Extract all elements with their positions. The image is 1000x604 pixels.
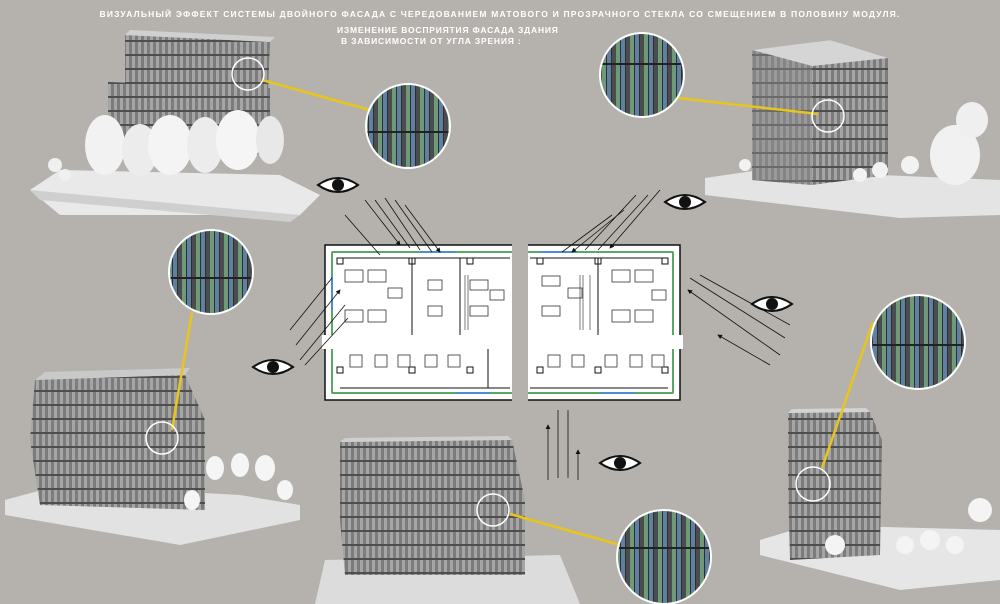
floor-plan	[322, 240, 683, 408]
model-top-left	[30, 30, 320, 222]
model-bottom-center	[315, 436, 580, 604]
model-bottom-right	[760, 408, 1000, 590]
glass-detail-zoom	[616, 509, 712, 604]
eye-icon	[750, 296, 794, 312]
eye-icon	[316, 177, 360, 193]
glass-detail-zoom	[599, 32, 685, 118]
subtitle-line-1: ИЗМЕНЕНИЕ ВОСПРИЯТИЯ ФАСАДА ЗДАНИЯ	[337, 25, 559, 35]
model-top-right	[705, 40, 1000, 218]
glass-detail-zoom	[870, 294, 966, 390]
page-title: ВИЗУАЛЬНЫЙ ЭФФЕКТ СИСТЕМЫ ДВОЙНОГО ФАСАД…	[99, 9, 901, 19]
callout-markers	[145, 57, 845, 527]
callout-lines	[170, 78, 875, 547]
eye-icon	[251, 359, 295, 375]
glass-detail-zoom	[365, 83, 451, 169]
eye-icon	[663, 194, 707, 210]
page-subtitle: ИЗМЕНЕНИЕ ВОСПРИЯТИЯ ФАСАДА ЗДАНИЯ В ЗАВ…	[337, 25, 559, 47]
model-bottom-left	[5, 368, 300, 545]
eye-icon	[598, 455, 642, 471]
subtitle-line-2: В ЗАВИСИМОСТИ ОТ УГЛА ЗРЕНИЯ :	[341, 36, 522, 46]
sight-lines	[289, 189, 791, 480]
glass-detail-zoom	[168, 229, 254, 315]
